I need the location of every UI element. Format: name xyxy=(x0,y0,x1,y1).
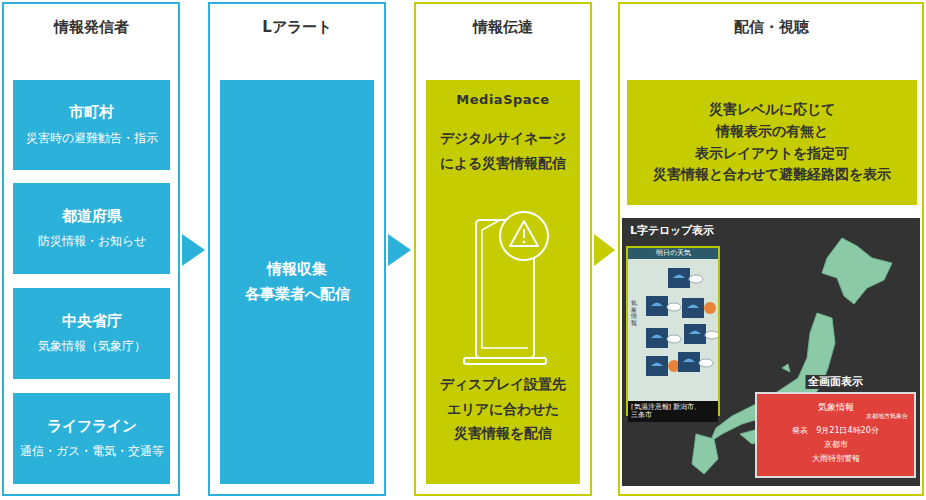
cloud-icon xyxy=(667,303,681,311)
weather-tile xyxy=(682,298,716,318)
column-header: 配信・視聴 xyxy=(620,18,922,38)
weather-tile xyxy=(646,296,681,316)
flow-arrow xyxy=(182,234,205,266)
warning-triangle xyxy=(510,221,538,246)
warning-mark xyxy=(523,229,525,238)
tile-bg xyxy=(646,356,668,376)
cloud-icon xyxy=(699,359,713,367)
alert-title: 気象情報 xyxy=(757,402,914,414)
source-box: 中央省庁気象情報（気象庁） xyxy=(13,288,170,379)
weather-tiles xyxy=(628,248,718,398)
tile-bg xyxy=(682,298,704,318)
fullscreen-panel: 全画面表示気象情報京都地方気象台発表 9月21日4時20分京都市大雨特別警報 xyxy=(755,392,916,478)
weather-tile xyxy=(684,324,718,344)
column-header: 情報伝達 xyxy=(416,18,590,38)
cloud-icon xyxy=(689,275,703,283)
box-text: 災害レベルに応じて 情報表示の有無と 表示レイアウトを指定可 災害情報と合わせて… xyxy=(652,99,892,186)
tile-bg xyxy=(678,352,700,372)
column-panel: 配信・視聴災害レベルに応じて 情報表示の有無と 表示レイアウトを指定可 災害情報… xyxy=(618,2,924,496)
box-title: ライフライン xyxy=(47,417,137,437)
source-box: 市町村災害時の避難勧告・指示 xyxy=(13,80,170,170)
umbrella-icon xyxy=(683,359,695,363)
alert-source: 京都地方気象台 xyxy=(866,413,908,420)
column-header: 情報発信者 xyxy=(4,18,178,38)
box-subtitle: 防災情報・お知らせ xyxy=(38,234,146,250)
alert-time: 発表 9月21日4時20分 xyxy=(757,426,914,436)
kyushu-shape xyxy=(692,434,718,474)
process-box: 情報収集 各事業者へ配信 xyxy=(220,80,374,484)
weather-tile xyxy=(668,268,703,288)
box-title: 都道府県 xyxy=(62,207,122,227)
panel-header: 明日の天気 xyxy=(628,248,718,259)
cloud-icon xyxy=(667,335,681,343)
tile-bg xyxy=(646,296,668,316)
umbrella-icon xyxy=(651,335,663,339)
warning-circle xyxy=(500,212,548,260)
l-shape-panel: 明日の天気気象情報[気温注意報] 新潟市、三条市 xyxy=(626,246,720,416)
umbrella-icon xyxy=(651,303,663,307)
box-title: 中央省庁 xyxy=(62,312,122,332)
sado-shape xyxy=(782,364,790,372)
weather-tile xyxy=(646,356,680,376)
sun-icon xyxy=(704,302,716,314)
box-text: ディスプレイ設置先 エリアに合わせた 災害情報を配信 xyxy=(433,372,573,446)
screen-line xyxy=(482,220,500,230)
box-subtitle: 通信・ガス・電気・交通等 xyxy=(20,444,164,460)
warning-mark xyxy=(523,241,526,244)
sun-icon xyxy=(668,360,680,372)
panel-label: 全画面表示 xyxy=(805,375,866,389)
panel-label: L字テロップ表示 xyxy=(630,224,920,238)
feature-box: 災害レベルに応じて 情報表示の有無と 表示レイアウトを指定可 災害情報と合わせて… xyxy=(627,80,917,205)
box-text: 情報収集 各事業者へ配信 xyxy=(222,257,372,308)
screen-panel: L字テロップ表示明日の天気気象情報[気温注意報] 新潟市、三条市全画面表示気象情… xyxy=(622,218,920,486)
vertical-label: 気象情報 xyxy=(631,300,637,326)
flow-arrow xyxy=(388,234,411,266)
umbrella-icon xyxy=(651,363,663,367)
flow-arrow xyxy=(594,234,615,266)
box-title: 市町村 xyxy=(69,103,114,123)
display-base xyxy=(464,358,546,364)
screen-line xyxy=(482,230,528,348)
alert-level: 大雨特別警報 xyxy=(757,454,914,464)
source-box: 都道府県防災情報・お知らせ xyxy=(13,183,170,274)
tile-bg xyxy=(668,268,690,288)
logo-text: MediaSpace xyxy=(426,92,580,109)
ticker-text: [気温注意報] 新潟市、三条市 xyxy=(628,401,718,422)
umbrella-icon xyxy=(673,275,685,279)
umbrella-icon xyxy=(687,305,699,309)
service-box: MediaSpace デジタルサイネージ による災害情報配信ディスプレイ設置先 エ… xyxy=(426,80,580,484)
box-subtitle: 気象情報（気象庁） xyxy=(38,339,146,355)
box-subtitle: 災害時の避難勧告・指示 xyxy=(26,131,158,147)
column-panel: Lアラート情報収集 各事業者へ配信 xyxy=(208,2,386,496)
alert-area: 京都市 xyxy=(757,440,914,450)
display-outline xyxy=(476,220,534,358)
cloud-icon xyxy=(705,331,718,339)
column-header: Lアラート xyxy=(210,18,384,38)
column-panel: 情報伝達 MediaSpace デジタルサイネージ による災害情報配信ディスプレイ… xyxy=(414,2,592,496)
tile-bg xyxy=(684,324,706,344)
weather-tile xyxy=(678,352,713,372)
source-box: ライフライン通信・ガス・電気・交通等 xyxy=(13,393,170,484)
box-text: デジタルサイネージ による災害情報配信 xyxy=(433,126,573,175)
hokkaido-shape xyxy=(822,238,892,304)
tile-bg xyxy=(646,328,668,348)
weather-tile xyxy=(646,328,681,348)
column-panel: 情報発信者市町村災害時の避難勧告・指示都道府県防災情報・お知らせ中央省庁気象情報… xyxy=(2,2,180,496)
umbrella-icon xyxy=(689,331,701,335)
